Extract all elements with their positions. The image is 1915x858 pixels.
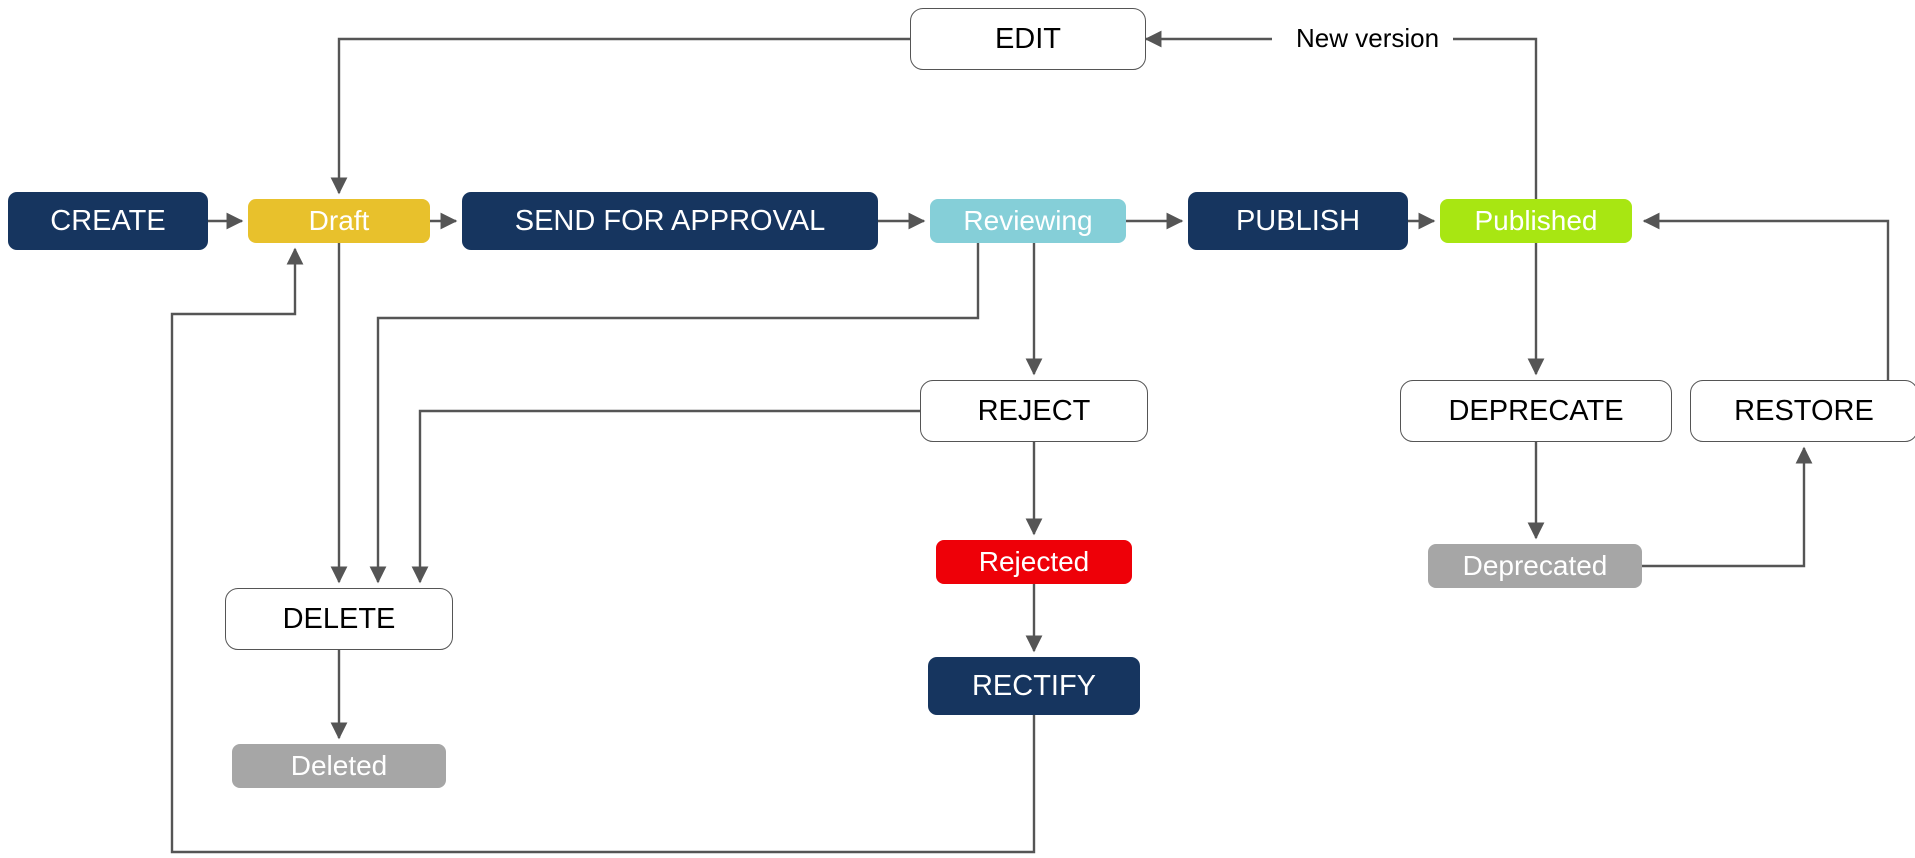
node-restore[interactable]: RESTORE <box>1690 380 1915 442</box>
node-deleted[interactable]: Deleted <box>232 744 446 788</box>
node-send-for-approval[interactable]: SEND FOR APPROVAL <box>462 192 878 250</box>
node-delete[interactable]: DELETE <box>225 588 453 650</box>
node-deprecate[interactable]: DEPRECATE <box>1400 380 1672 442</box>
edge-published-to-edit <box>1453 37 1538 199</box>
edge-rectify-to-draft <box>170 247 1036 854</box>
node-create[interactable]: CREATE <box>8 192 208 250</box>
node-reject[interactable]: REJECT <box>920 380 1148 442</box>
node-rectify[interactable]: RECTIFY <box>928 657 1140 715</box>
edge-reviewing-to-delete <box>369 243 980 584</box>
edge-edit-to-draft <box>330 37 910 195</box>
edge-label-new-version: New version <box>1296 23 1440 53</box>
edge-reject-to-delete <box>411 409 920 584</box>
node-publish[interactable]: PUBLISH <box>1188 192 1408 250</box>
node-published[interactable]: Published <box>1440 199 1632 243</box>
node-draft[interactable]: Draft <box>248 199 430 243</box>
node-reviewing[interactable]: Reviewing <box>930 199 1126 243</box>
node-deprecated[interactable]: Deprecated <box>1428 544 1642 588</box>
node-edit[interactable]: EDIT <box>910 8 1146 70</box>
edge-restore-to-published <box>1642 212 1890 380</box>
edge-deprecated-to-restore <box>1641 446 1813 568</box>
node-rejected[interactable]: Rejected <box>936 540 1132 584</box>
